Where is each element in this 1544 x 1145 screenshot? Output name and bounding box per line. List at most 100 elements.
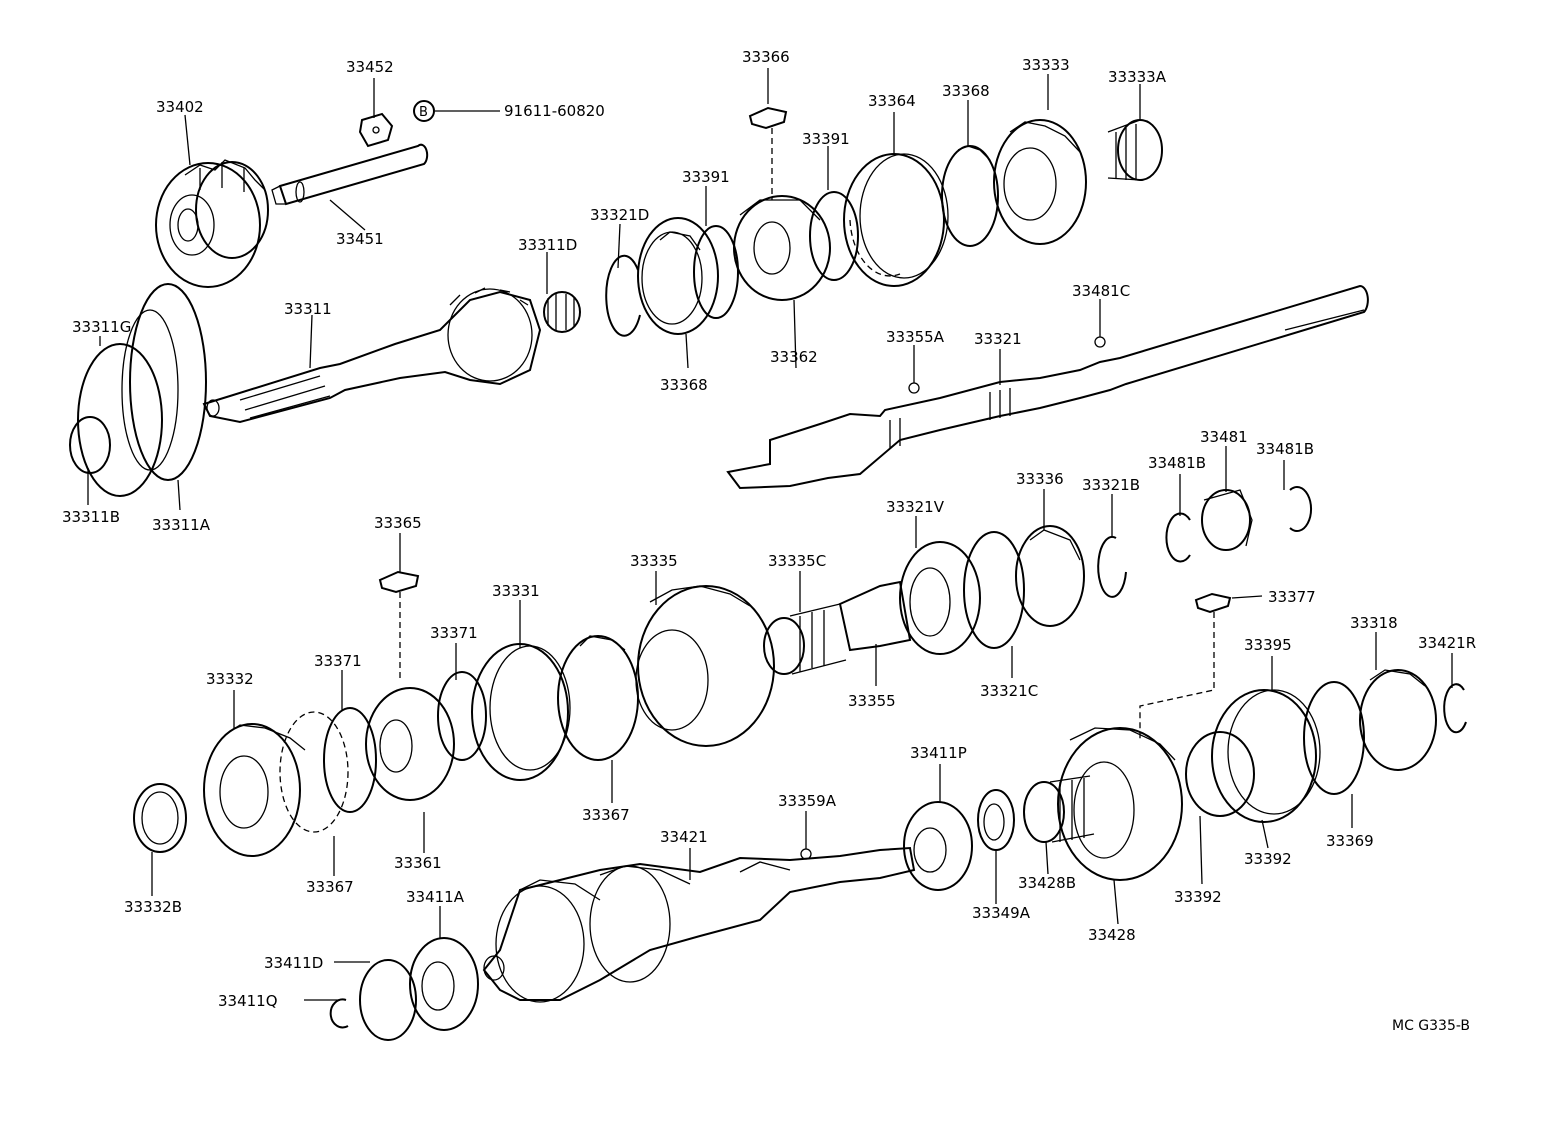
part-33321V-bearing [899, 541, 981, 655]
part-33421R-snap-ring [1443, 683, 1467, 734]
label-33391: 33391 [682, 168, 730, 186]
label-33366: 33366 [742, 48, 790, 66]
part-33321D-snap-ring [605, 254, 641, 337]
label-33428B: 33428B [1018, 874, 1076, 892]
label-33421: 33421 [660, 828, 708, 846]
label-33321V: 33321V [886, 498, 945, 516]
label-33332: 33332 [206, 670, 254, 688]
part-33451-shaft [271, 143, 429, 206]
part-33377-shifting-key [1139, 592, 1232, 740]
label-33367-2: 33367 [306, 878, 354, 896]
label-33481B: 33481B [1148, 454, 1206, 472]
label-33377: 33377 [1268, 588, 1316, 606]
label-33361: 33361 [394, 854, 442, 872]
part-33367-synchro-ring-2 [279, 711, 349, 833]
part-33452-lock-plate [358, 112, 394, 148]
part-33368-synchro-ring [637, 217, 719, 335]
label-33318: 33318 [1350, 614, 1398, 632]
label-33311B: 33311B [62, 508, 120, 526]
part-33411A-bearing [409, 937, 479, 1031]
part-33336-gear [1015, 525, 1085, 627]
part-33321-output-shaft [726, 284, 1369, 490]
part-33333A-bearing [1107, 119, 1163, 181]
part-33349A-washer [977, 789, 1015, 851]
label-33333A: 33333A [1108, 68, 1167, 86]
label-33371-2: 33371 [314, 652, 362, 670]
part-33367-synchro-ring [557, 635, 639, 761]
part-labels: 33402 33452 33451 33311 33311G 33311B 33… [62, 48, 1476, 1034]
part-33335-gear [635, 585, 775, 747]
label-33368-2: 33368 [942, 82, 990, 100]
part-33481-collar [1201, 489, 1253, 551]
label-33311A: 33311A [152, 516, 211, 534]
label-33452: 33452 [346, 58, 394, 76]
label-33481C: 33481C [1072, 282, 1130, 300]
label-33451: 33451 [336, 230, 384, 248]
label-33367: 33367 [582, 806, 630, 824]
part-33481B-snap-ring-2 [1289, 486, 1313, 532]
label-33481B-2: 33481B [1256, 440, 1314, 458]
label-33321B: 33321B [1082, 476, 1140, 494]
bolt-part-number: 91611-60820 [504, 102, 605, 120]
label-33355: 33355 [848, 692, 896, 710]
label-33369: 33369 [1326, 832, 1374, 850]
label-33421R: 33421R [1418, 634, 1476, 652]
label-33391-2: 33391 [802, 130, 850, 148]
leader-lines [87, 68, 1453, 1001]
label-33349A: 33349A [972, 904, 1031, 922]
label-33321C: 33321C [980, 682, 1038, 700]
label-33365: 33365 [374, 514, 422, 532]
bolt-marker-b [413, 100, 435, 122]
label-33392: 33392 [1244, 850, 1292, 868]
part-33428-gear [1057, 727, 1183, 881]
label-33336: 33336 [1016, 470, 1064, 488]
part-33361-hub [365, 687, 455, 801]
label-33371: 33371 [430, 624, 478, 642]
bolt-marker-letter: B [419, 105, 428, 120]
part-33311G-snap-ring [77, 343, 163, 497]
label-33331: 33331 [492, 582, 540, 600]
label-33355A: 33355A [886, 328, 945, 346]
label-33335: 33335 [630, 552, 678, 570]
label-33359A: 33359A [778, 792, 837, 810]
part-33355A-ball [908, 382, 920, 394]
part-33311D-bearing [543, 291, 581, 333]
label-33392-2: 33392 [1174, 888, 1222, 906]
label-33402: 33402 [156, 98, 204, 116]
label-33362: 33362 [770, 348, 818, 366]
label-33335C: 33335C [768, 552, 826, 570]
part-33362-hub [733, 195, 831, 301]
part-33311-input-shaft [202, 287, 542, 424]
label-33321: 33321 [974, 330, 1022, 348]
part-33368-synchro-ring-2 [941, 145, 999, 247]
label-33321D: 33321D [590, 206, 649, 224]
label-33411P: 33411P [910, 744, 967, 762]
part-33364-sleeve [843, 153, 949, 287]
label-33411A: 33411A [406, 888, 465, 906]
part-33333-gear [993, 119, 1087, 245]
part-33428B-bearing [1023, 775, 1095, 843]
part-33411P-bearing [903, 801, 973, 891]
part-33421-counter-shaft [482, 846, 916, 1003]
part-33321C-ring [963, 531, 1025, 649]
label-33364: 33364 [868, 92, 916, 110]
part-33321B-snap-ring [1097, 535, 1127, 598]
part-33411Q-snap-ring [329, 998, 349, 1029]
part-33391-spring [693, 225, 739, 319]
label-33428: 33428 [1088, 926, 1136, 944]
part-33365-shifting-key [378, 570, 420, 680]
label-33311G: 33311G [72, 318, 131, 336]
part-33481C-ball [1094, 336, 1106, 348]
part-33311B-snap-ring [69, 416, 111, 474]
part-33391-spring-2 [809, 191, 859, 281]
part-33371-spring-2 [323, 707, 377, 813]
part-33335C-bearing [763, 603, 847, 675]
label-33411D: 33411D [264, 954, 323, 972]
part-33311A-bearing [121, 283, 207, 481]
part-33332B-bearing [133, 783, 187, 853]
label-33311: 33311 [284, 300, 332, 318]
label-33333: 33333 [1022, 56, 1070, 74]
part-33369-synchro-ring [1303, 681, 1365, 795]
label-33481: 33481 [1200, 428, 1248, 446]
label-33368: 33368 [660, 376, 708, 394]
